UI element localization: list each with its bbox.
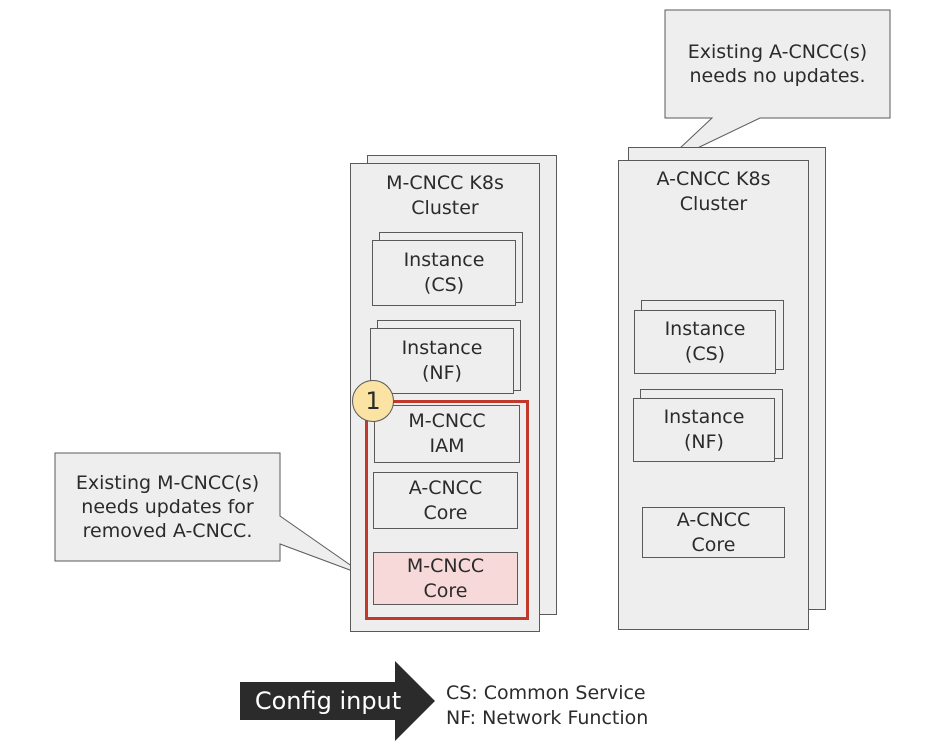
- acncc-cluster-title: A-CNCC K8s Cluster: [656, 168, 771, 215]
- mcncc-instance-nf: Instance (NF): [370, 328, 514, 394]
- legend-nf: NF: Network Function: [446, 707, 649, 729]
- config-input-arrow: [240, 661, 435, 741]
- config-input-label: Config input: [254, 687, 402, 715]
- mcncc-iam: M-CNCC IAM: [374, 405, 520, 463]
- legend-cs: CS: Common Service: [446, 682, 646, 704]
- mcncc-callout-text: Existing M-CNCC(s) needs updates for rem…: [75, 472, 260, 542]
- acncc-callout-text: Existing A-CNCC(s) needs no updates.: [687, 41, 868, 87]
- mcncc-cluster-title: M-CNCC K8s Cluster: [386, 172, 504, 219]
- acncc-core: A-CNCC Core: [642, 507, 785, 558]
- mcncc-callout-bubble: [54, 452, 367, 577]
- acncc-callout-bubble: [661, 9, 891, 166]
- step-badge: 1: [352, 380, 394, 422]
- acncc-instance-nf: Instance (NF): [633, 398, 775, 462]
- mcncc-update-highlight: [365, 400, 529, 620]
- acncc-instance-cs: Instance (CS): [634, 310, 776, 374]
- mcncc-acncc-core: A-CNCC Core: [373, 472, 518, 529]
- mcncc-instance-cs: Instance (CS): [372, 240, 516, 306]
- mcncc-core-removed: M-CNCC Core: [373, 552, 518, 605]
